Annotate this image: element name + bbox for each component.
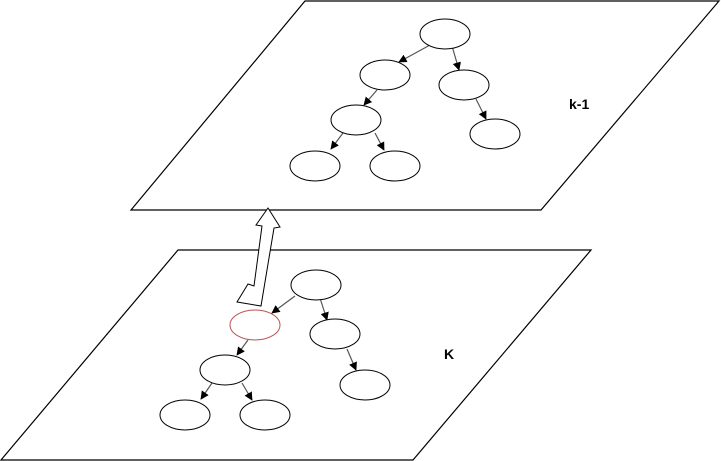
upper-edge [363,89,378,106]
lower-edge [319,297,329,321]
upper-edge [330,132,344,150]
upper-layer-label: k-1 [569,96,589,112]
lower-node [339,369,391,401]
upper-plane [129,0,721,211]
lower-node [159,399,211,431]
lower-edge [241,382,253,401]
upper-node [369,150,421,182]
upper-node [438,69,490,101]
lower-edge [200,382,213,400]
upper-node [330,104,382,136]
upper-edge [451,45,461,71]
upper-edge [475,98,487,120]
lower-edge [271,295,296,314]
lower-plane [0,249,593,461]
lower-node-root [290,269,342,301]
lower-edge [236,339,249,356]
layer-link-double-arrow [236,207,281,307]
upper-node [359,59,411,91]
upper-node [289,150,341,182]
upper-node [469,118,521,150]
lower-node [239,399,291,431]
upper-node-root [419,18,471,50]
lower-layer-label: K [444,346,454,362]
upper-edge [398,44,431,63]
lower-edge [346,348,357,371]
upper-edge [374,132,385,151]
lower-node-highlighted [229,309,281,341]
lower-node [199,354,251,386]
lower-node [309,318,361,350]
